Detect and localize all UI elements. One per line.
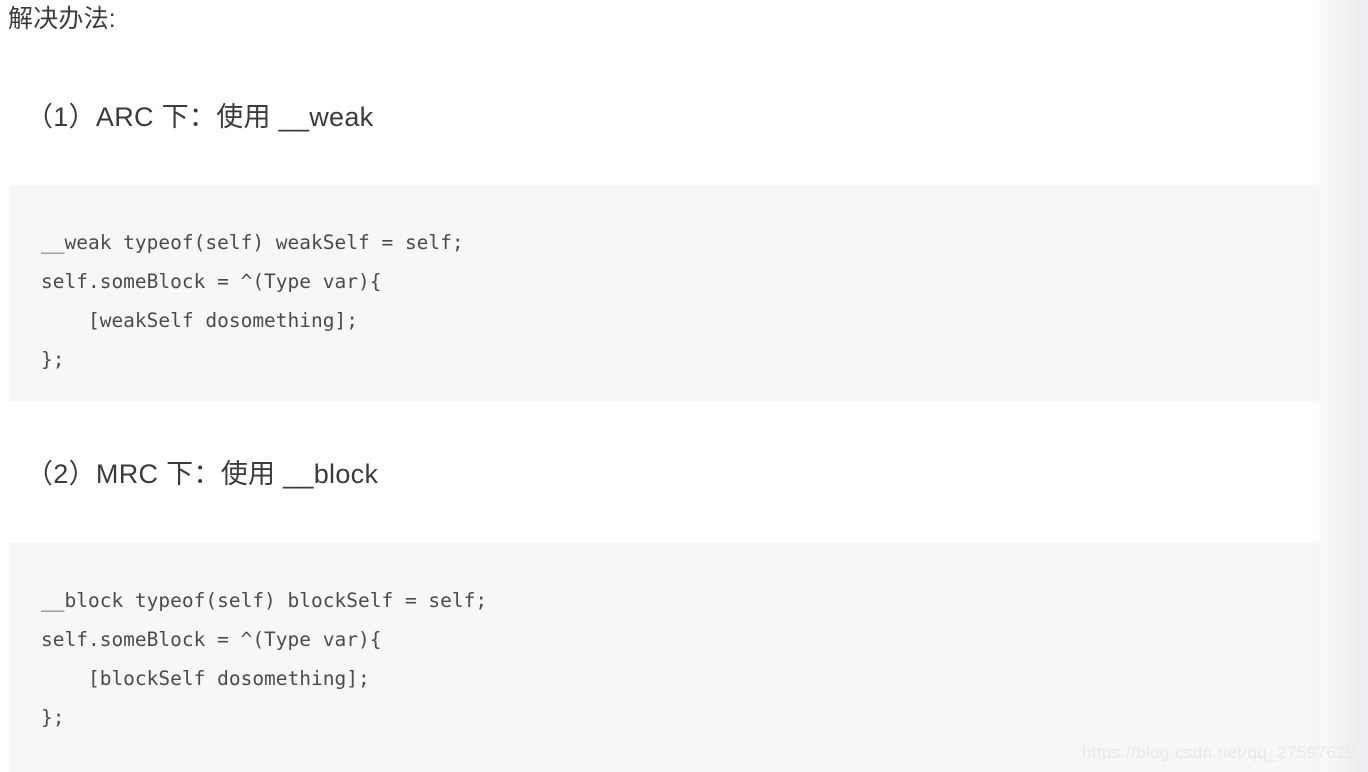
section-heading-arc: （1）ARC 下：使用 __weak <box>26 102 374 132</box>
code-line: __weak typeof(self) weakSelf = self; <box>41 231 464 254</box>
code-line: }; <box>41 348 65 371</box>
code-line: self.someBlock = ^(Type var){ <box>41 628 382 651</box>
code-line: [blockSelf dosomething]; <box>41 667 370 690</box>
page-title: 解决办法: <box>8 5 116 33</box>
section-heading-mrc: （2）MRC 下：使用 __block <box>26 459 379 489</box>
code-block-mrc: __block typeof(self) blockSelf = self; s… <box>9 543 1320 772</box>
code-line: [weakSelf dosomething]; <box>41 309 358 332</box>
code-line: }; <box>41 706 65 729</box>
code-block-arc: __weak typeof(self) weakSelf = self; sel… <box>9 185 1320 401</box>
code-line: __block typeof(self) blockSelf = self; <box>41 589 488 612</box>
code-line: self.someBlock = ^(Type var){ <box>41 270 382 293</box>
